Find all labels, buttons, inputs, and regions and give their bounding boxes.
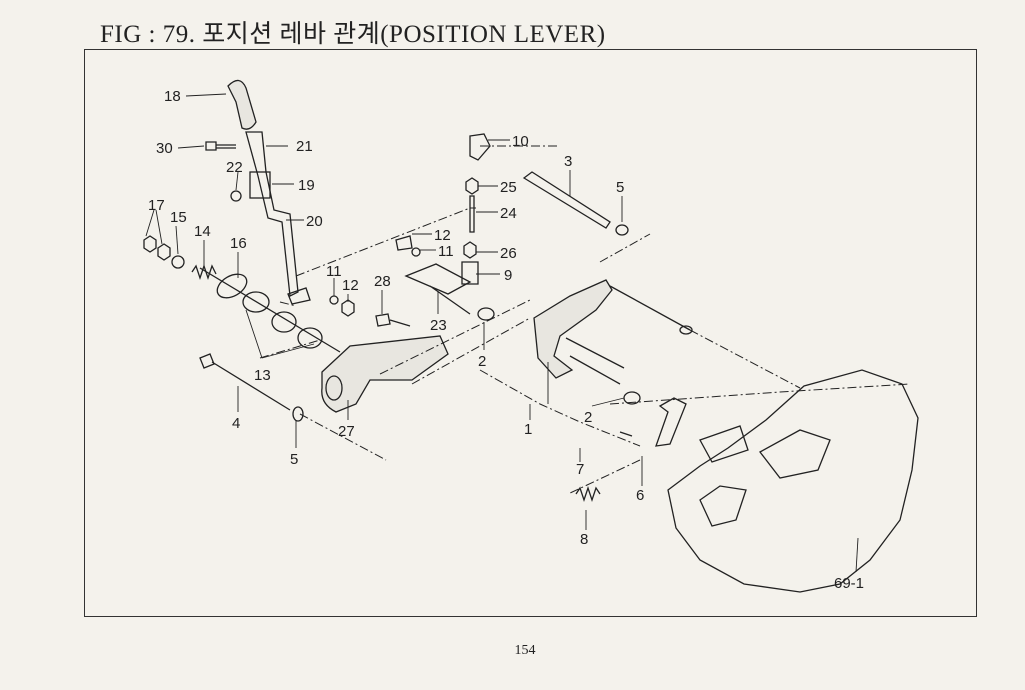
label-2a: 2 [478,353,486,370]
label-12b: 12 [434,227,451,244]
lever-arm-part [245,131,299,297]
figure-title: FIG : 79. 포지션 레바 관계(POSITION LEVER) [100,21,606,48]
disc-13-part [271,311,297,333]
label-24: 24 [500,205,517,222]
ball-joint-10-part [469,133,491,161]
disc-16b-part [242,291,270,313]
clip-6-part [655,397,687,447]
label-13: 13 [254,367,271,384]
label-5b: 5 [616,179,624,196]
label-28: 28 [374,273,391,290]
label-27: 27 [338,423,355,440]
lever-23-part [404,263,472,315]
page-number: 154 [514,643,536,658]
washer-5-part [292,406,304,422]
nut-17b-part [157,243,171,261]
label-8: 8 [580,531,588,548]
label-11a: 11 [326,263,342,280]
label-9: 9 [504,267,512,284]
diagram-frame [84,49,977,617]
label-17: 17 [148,197,165,214]
label-22: 22 [226,159,243,176]
disc-13b-part [297,327,323,349]
label-19: 19 [298,177,315,194]
label-3: 3 [564,153,572,170]
transmission-69-1-part [667,369,919,593]
label-1: 1 [524,421,532,438]
bracket-27-part [321,335,449,413]
label-18: 18 [164,88,181,105]
label-25: 25 [500,179,517,196]
washer-15-part [171,255,185,269]
label-26: 26 [500,245,517,262]
knob-part [227,79,257,130]
bolt-22-part [230,190,242,202]
bracket-19-part [249,171,271,199]
rod-24-part [469,195,475,233]
label-2b: 2 [584,409,592,426]
label-4: 4 [232,415,240,432]
label-23: 23 [430,317,447,334]
label-7: 7 [576,461,584,478]
label-5a: 5 [290,451,298,468]
bolt-30-part [205,141,236,151]
bolt-4-part [199,353,291,411]
nut-17a-part [143,235,157,253]
label-14: 14 [194,223,211,240]
spring-8-part [575,485,601,503]
label-12a: 12 [342,277,359,294]
label-11b: 11 [438,243,454,260]
rod-3-part [522,171,611,229]
label-6: 6 [636,487,644,504]
leader-lines [145,93,859,573]
label-16: 16 [230,235,247,252]
label-69-1: 69-1 [834,575,864,592]
shift-lever-1-part [533,279,613,379]
label-20: 20 [306,213,323,230]
label-30: 30 [156,140,173,157]
label-15: 15 [170,209,187,226]
disc-16-part [216,273,248,299]
label-21: 21 [296,138,313,155]
label-10: 10 [512,133,529,150]
